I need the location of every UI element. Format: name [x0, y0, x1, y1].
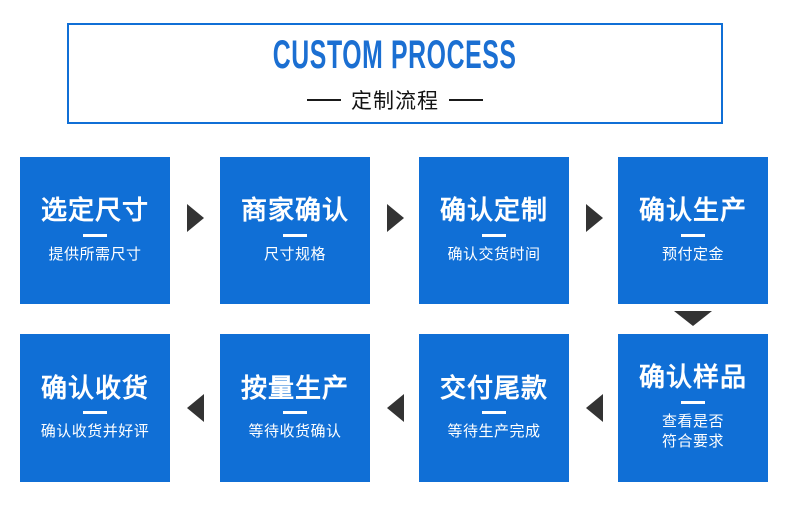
- page-subtitle-row: 定制流程: [307, 85, 483, 115]
- step-box-8[interactable]: 确认收货 确认收货并好评: [20, 334, 170, 482]
- step-title: 交付尾款: [439, 372, 548, 403]
- arrow-left-icon: [187, 394, 204, 422]
- step-divider: [283, 411, 307, 415]
- step-divider: [83, 411, 107, 415]
- step-subtitle: 确认交货时间: [447, 245, 541, 263]
- arrow-left-icon: [586, 394, 603, 422]
- step-box-2[interactable]: 商家确认 尺寸规格: [220, 157, 370, 304]
- rule-left-decoration: [307, 98, 341, 101]
- step-title: 确认样品: [638, 362, 747, 393]
- step-box-7[interactable]: 按量生产 等待收货确认: [220, 334, 370, 482]
- step-box-1[interactable]: 选定尺寸 提供所需尺寸: [20, 157, 170, 304]
- step-divider: [83, 233, 107, 237]
- step-box-5[interactable]: 确认样品 查看是否 符合要求: [618, 334, 768, 482]
- step-divider: [482, 411, 506, 415]
- step-subtitle: 预付定金: [661, 245, 724, 263]
- arrow-down-icon: [674, 311, 712, 326]
- step-subtitle: 尺寸规格: [263, 245, 326, 263]
- rule-right-decoration: [449, 98, 483, 101]
- step-divider: [681, 401, 705, 405]
- step-box-6[interactable]: 交付尾款 等待生产完成: [419, 334, 569, 482]
- arrow-right-icon: [387, 204, 404, 232]
- step-box-4[interactable]: 确认生产 预付定金: [618, 157, 768, 304]
- step-subtitle: 等待收货确认: [248, 423, 342, 441]
- step-subtitle: 查看是否: [661, 413, 724, 431]
- step-title: 确认定制: [439, 195, 548, 226]
- step-subtitle: 提供所需尺寸: [48, 245, 142, 263]
- arrow-left-icon: [387, 394, 404, 422]
- step-box-3[interactable]: 确认定制 确认交货时间: [419, 157, 569, 304]
- step-subtitle: 确认收货并好评: [40, 423, 150, 441]
- step-title: 确认收货: [40, 372, 149, 403]
- step-subtitle-line2: 符合要求: [661, 433, 724, 451]
- step-title: 商家确认: [240, 195, 349, 226]
- step-title: 确认生产: [638, 195, 747, 226]
- step-subtitle: 等待生产完成: [447, 423, 541, 441]
- step-title: 选定尺寸: [40, 195, 149, 226]
- step-divider: [283, 233, 307, 237]
- step-divider: [482, 233, 506, 237]
- page-title-chinese: 定制流程: [351, 89, 439, 113]
- header-panel: CUSTOM PROCESS 定制流程: [67, 23, 723, 124]
- arrow-right-icon: [586, 204, 603, 232]
- step-title: 按量生产: [240, 372, 349, 403]
- page-title-english: CUSTOM PROCESS: [273, 32, 517, 77]
- step-divider: [681, 233, 705, 237]
- arrow-right-icon: [187, 204, 204, 232]
